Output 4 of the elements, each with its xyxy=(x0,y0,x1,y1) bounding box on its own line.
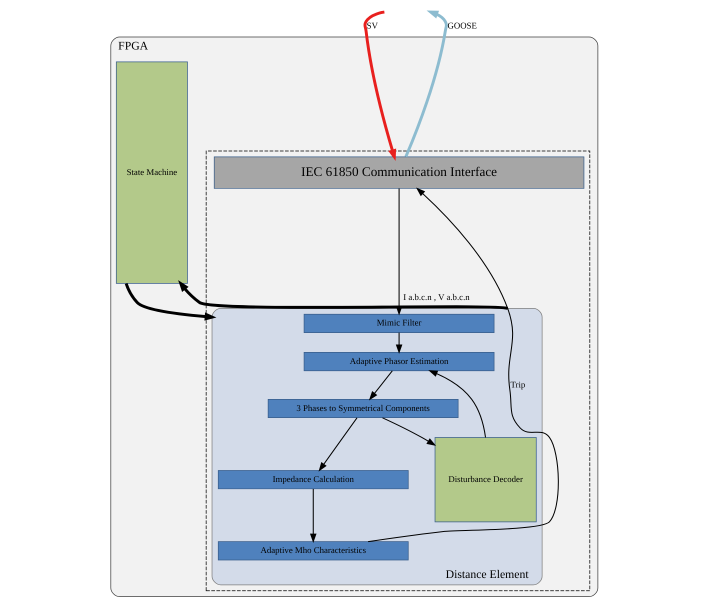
edge-label: I a.b.c.n , V a.b.c.n xyxy=(402,292,470,302)
edge-label: Trip xyxy=(510,379,525,390)
edge-label: SV xyxy=(366,20,378,31)
edge-label: GOOSE xyxy=(447,20,476,31)
